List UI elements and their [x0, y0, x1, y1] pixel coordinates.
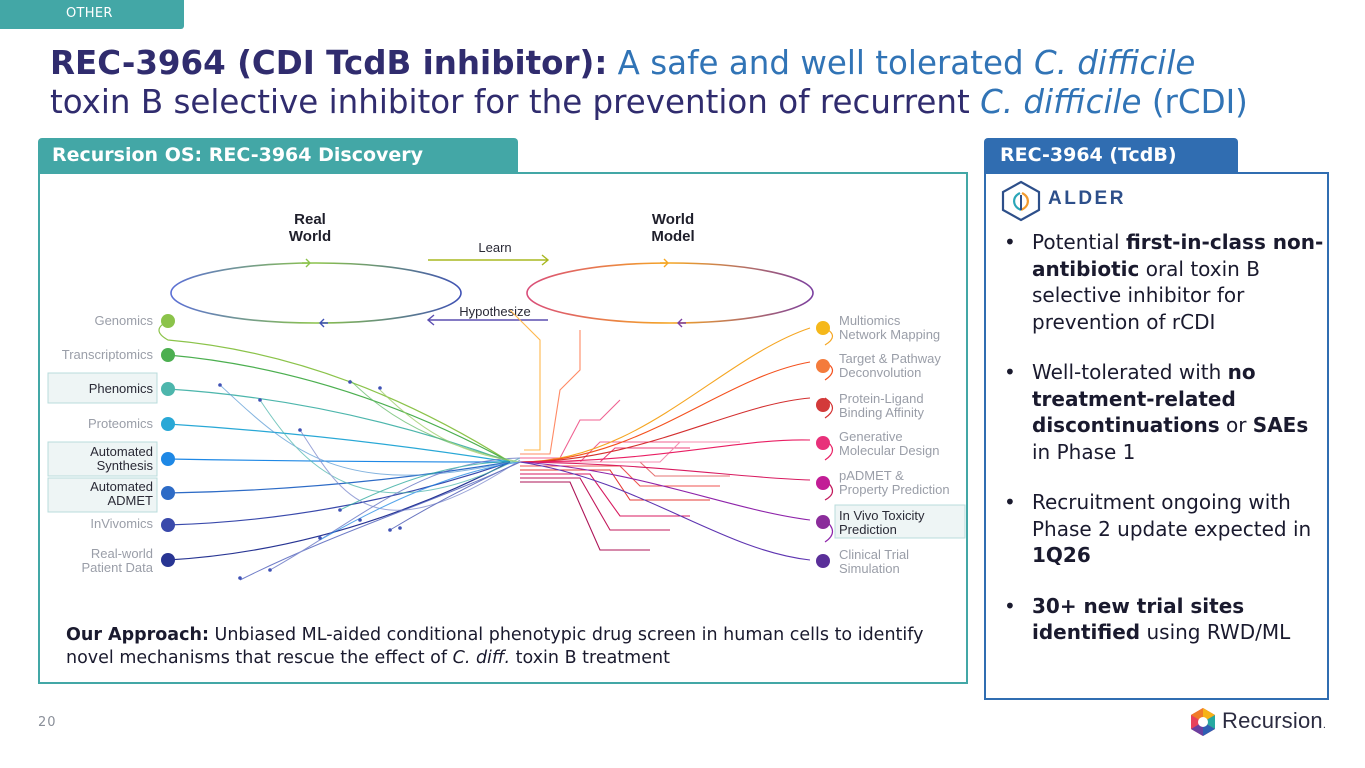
page-number: 20: [38, 715, 57, 730]
real-world-label-2: World: [289, 228, 331, 245]
label-clinical-trial-1: Clinical Trial: [839, 547, 909, 562]
label-padmet-1: pADMET &: [839, 468, 904, 483]
bullet-text: Potential: [1032, 230, 1126, 254]
bullet-item: Recruitment ongoing with Phase 2 update …: [1004, 489, 1324, 569]
learn-label: Learn: [478, 240, 511, 255]
automated-synthesis-highlight: [47, 441, 158, 477]
left-panel: [38, 172, 968, 684]
approach-bold: Our Approach:: [66, 625, 209, 645]
label-clinical-trial-2: Simulation: [839, 561, 900, 576]
right-panel-heading: REC-3964 (TcdB): [984, 138, 1238, 172]
alder-logo-icon: [1001, 180, 1041, 222]
real-loop-arrow-top: [302, 258, 311, 268]
bullet-bold: 1Q26: [1032, 543, 1091, 567]
bullet-text: or: [1219, 413, 1253, 437]
recursion-logo-text: Recursion.: [1222, 708, 1326, 734]
learn-arrow: [428, 254, 550, 266]
brand-name: Recursion: [1222, 708, 1323, 733]
circuit-lines: [509, 309, 811, 561]
left-panel-heading: Recursion OS: REC-3964 Discovery: [38, 138, 518, 172]
left-stack-lines: [158, 320, 511, 561]
approach-end: toxin B treatment: [510, 648, 670, 668]
label-automated-synthesis-2: Synthesis: [97, 458, 154, 473]
bullet-bold: 30+ new trial sites identified: [1032, 593, 1245, 645]
label-multiomics-1: Multiomics: [839, 313, 901, 328]
label-automated-admet-1: Automated: [90, 479, 153, 494]
page-title: REC-3964 (CDI TcdB inhibitor): A safe an…: [50, 44, 1350, 122]
bullet-text: Recruitment ongoing with Phase 2 update …: [1032, 490, 1312, 541]
label-automated-admet-2: ADMET: [108, 493, 154, 508]
approach-italic: C. diff.: [452, 648, 511, 668]
bullet-text: oral toxin B selective inhibitor for pre…: [1032, 256, 1260, 334]
approach-text: Our Approach: Unbiased ML-aided conditio…: [66, 624, 956, 670]
world-model-label-1: World: [652, 211, 694, 228]
label-transcriptomics: Transcriptomics: [62, 347, 154, 362]
label-real-world-1: Real-world: [91, 546, 153, 561]
bullet-list: Potential first-in-class non-antibiotic …: [1004, 229, 1324, 670]
bullet-text: Well-tolerated with: [1032, 360, 1228, 384]
title-part2: toxin B selective inhibitor for the prev…: [50, 83, 981, 121]
label-real-world-2: Patient Data: [81, 560, 153, 575]
title-part1: A safe and well tolerated: [607, 44, 1034, 82]
model-loop-arrow-top: [660, 258, 669, 268]
world-model-label-2: Model: [651, 228, 694, 245]
label-phenomics: Phenomics: [89, 381, 154, 396]
right-nodes: [816, 321, 830, 568]
label-invivo-toxicity-1: In Vivo Toxicity: [839, 508, 925, 523]
brand-mark: .: [1322, 719, 1327, 731]
label-padmet-2: Property Prediction: [839, 482, 950, 497]
label-generative-2: Molecular Design: [839, 443, 939, 458]
label-protein-ligand-1: Protein-Ligand: [839, 391, 924, 406]
recursion-logo-icon: [1191, 708, 1215, 736]
recursion-os-diagram: Real World World Model Learn Hypothesize: [47, 211, 966, 581]
label-multiomics-2: Network Mapping: [839, 327, 940, 342]
label-invivo-toxicity-2: Prediction: [839, 522, 897, 537]
bullet-item: 30+ new trial sites identified using RWD…: [1004, 593, 1324, 646]
bullet-bold: first-in-class non-antibiotic: [1032, 230, 1324, 281]
tangled-lines: [219, 379, 521, 581]
right-panel: [984, 172, 1329, 700]
bullet-bold: no treatment-related discontinuations: [1032, 360, 1256, 437]
alder-logo-text: ALDER: [1048, 188, 1126, 209]
hypothesize-arrow: [426, 314, 548, 326]
real-world-loop: [170, 262, 462, 324]
tangle-dots: [218, 380, 402, 580]
world-model-loop: [526, 262, 814, 324]
automated-admet-highlight: [47, 477, 158, 513]
label-protein-ligand-2: Binding Affinity: [839, 405, 925, 420]
phenomics-highlight: [47, 372, 158, 404]
label-proteomics: Proteomics: [88, 416, 154, 431]
real-world-label-1: Real: [294, 211, 326, 228]
bullet-text: using RWD/ML: [1140, 620, 1291, 644]
title-part3: (rCDI): [1141, 83, 1248, 121]
label-automated-synthesis-1: Automated: [90, 444, 153, 459]
section-tag: OTHER: [0, 0, 184, 29]
bullet-bold: SAEs: [1252, 413, 1309, 437]
model-loop-arrow-bottom: [677, 318, 686, 328]
title-italic2: C. difficile: [980, 83, 1142, 121]
label-target-pathway-1: Target & Pathway: [839, 351, 941, 366]
real-loop-arrow-bottom: [319, 318, 328, 328]
label-target-pathway-2: Deconvolution: [839, 365, 921, 380]
approach-body: Unbiased ML-aided conditional phenotypic…: [66, 625, 924, 668]
bullet-item: Potential first-in-class non-antibiotic …: [1004, 229, 1324, 335]
title-italic1: C. difficile: [1033, 44, 1196, 82]
bullet-text: in Phase 1: [1032, 439, 1136, 464]
left-nodes: [161, 314, 175, 567]
label-generative-1: Generative: [839, 429, 903, 444]
invivo-toxicity-highlight: [834, 504, 966, 539]
hypothesize-label: Hypothesize: [459, 304, 531, 319]
label-genomics: Genomics: [94, 313, 153, 328]
title-bold: REC-3964 (CDI TcdB inhibitor):: [50, 44, 608, 82]
label-invivomics: InVivomics: [90, 516, 153, 531]
bullet-item: Well-tolerated with no treatment-related…: [1004, 359, 1324, 465]
